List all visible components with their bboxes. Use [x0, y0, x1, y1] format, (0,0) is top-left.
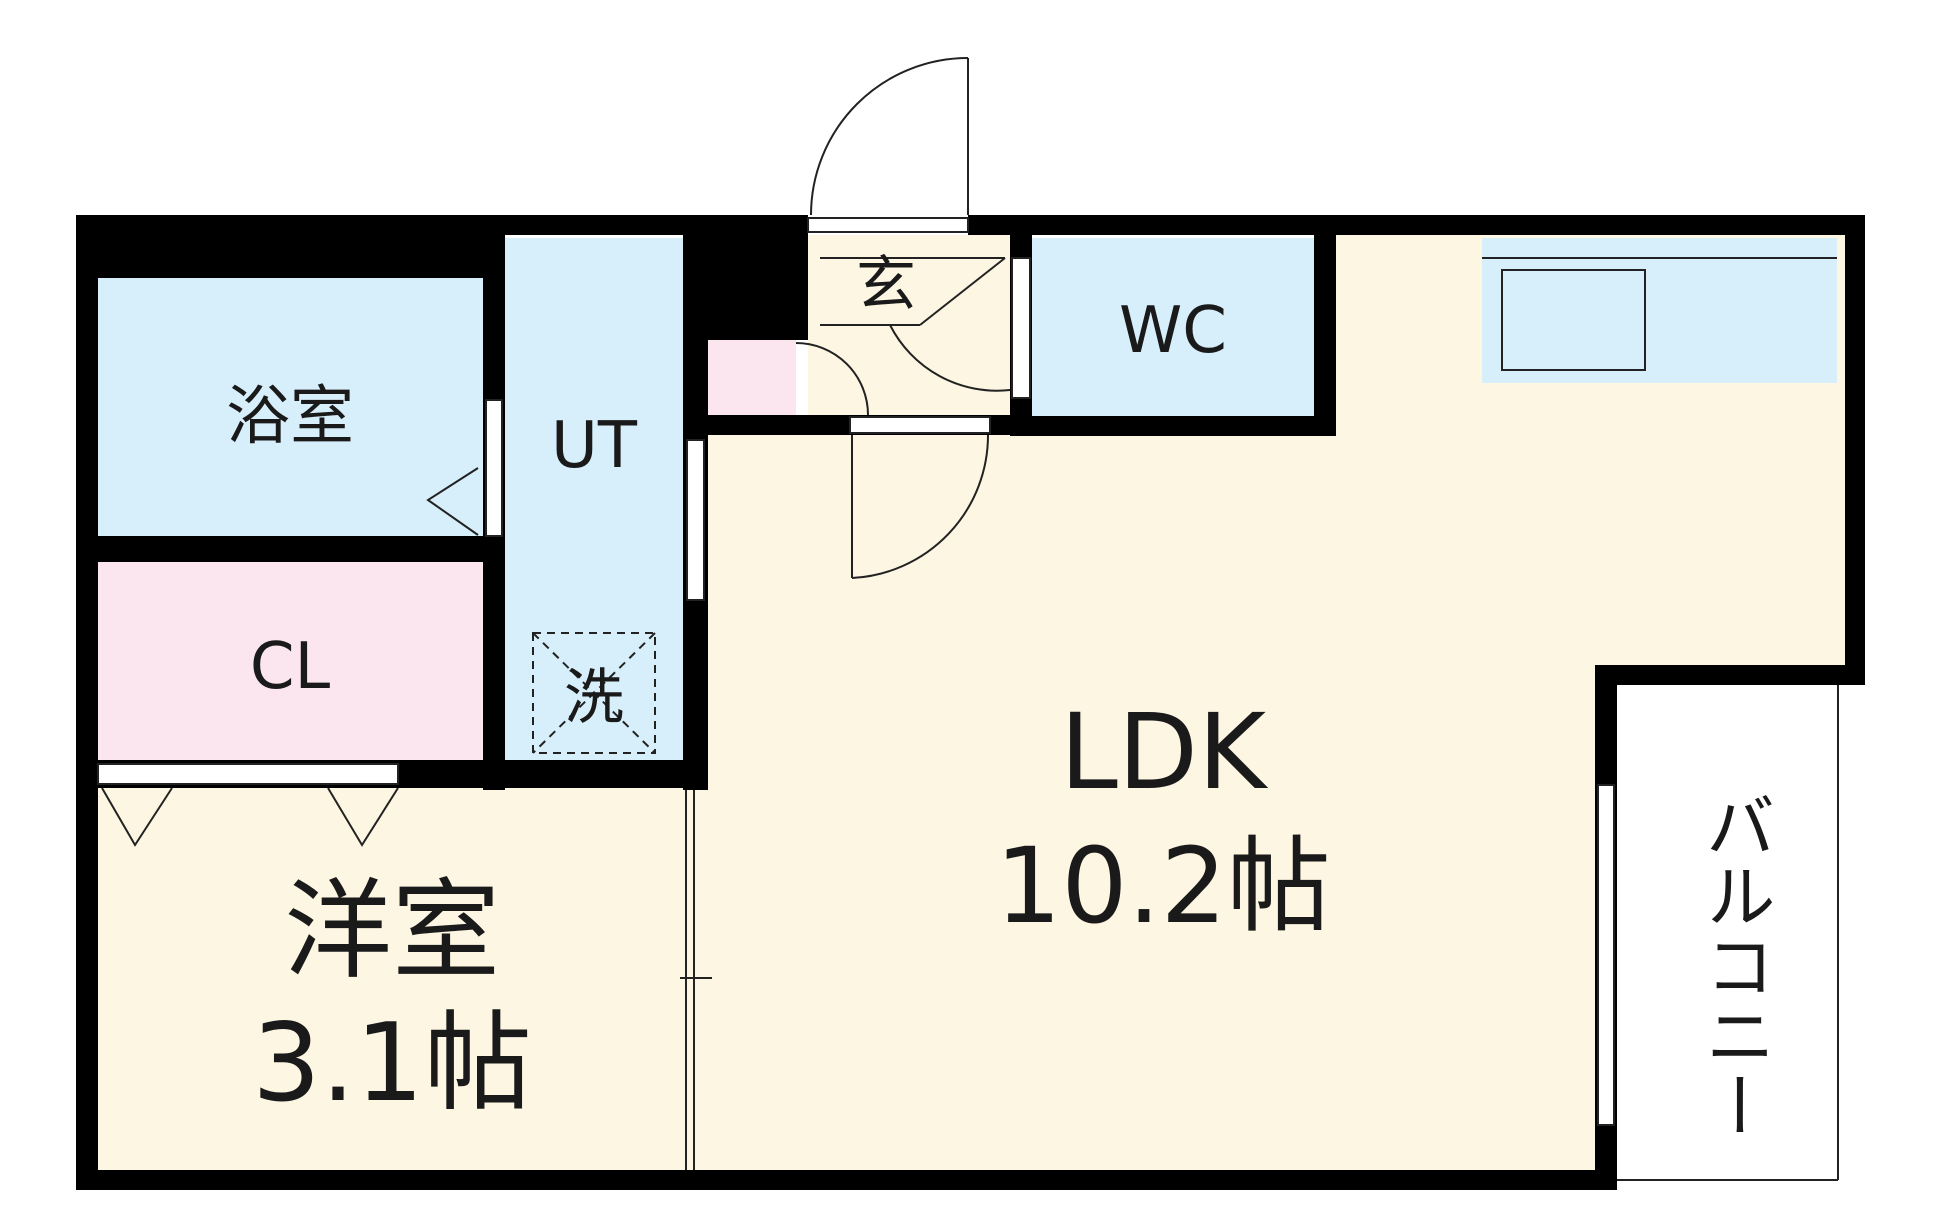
wall: [76, 1170, 1617, 1190]
openings: [97, 217, 1615, 1126]
western-room-label: 洋室: [284, 869, 500, 994]
utility-floor: [505, 238, 683, 766]
toilet-door-swing: [889, 324, 1011, 392]
wall: [1595, 665, 1865, 685]
ldk-label: LDK: [1060, 691, 1269, 813]
toilet-door-opening: [1011, 257, 1031, 399]
balcony-floor: [1617, 682, 1854, 1188]
kitchen-counter: [1482, 238, 1837, 383]
fixtures: [101, 257, 1839, 1181]
wall: [76, 215, 808, 235]
toilet-label: WC: [1119, 294, 1227, 368]
wall: [1010, 416, 1336, 436]
hall-door-swing: [851, 434, 990, 579]
closet-door-opening: [97, 763, 399, 785]
balcony-label: バルコニー: [1694, 790, 1776, 1140]
cabinet-door-swing: [795, 342, 869, 416]
toilet-floor: [1032, 238, 1314, 416]
door-swings: [795, 57, 1011, 579]
bath-floor: [98, 278, 483, 536]
wall: [98, 235, 483, 278]
bath-label: 浴室: [226, 380, 354, 454]
closet-floor: [98, 562, 483, 760]
hall-door-opening: [849, 416, 991, 434]
wall: [98, 536, 483, 562]
room-labels: 浴室 UT 洗 CL 玄 WC LDK 10.2帖 洋室 3.1帖 バルコニー: [226, 250, 1776, 1140]
closet-label: CL: [250, 630, 331, 704]
entrance-label: 玄: [856, 250, 916, 320]
ldk-size: 10.2帖: [995, 825, 1331, 947]
wall: [76, 215, 98, 1190]
wall: [968, 215, 1865, 235]
wall: [1845, 215, 1865, 685]
western-room-floor: [98, 788, 690, 1170]
washer-pan: [532, 632, 656, 754]
front-door-opening: [807, 217, 969, 233]
bath-door-opening: [485, 399, 503, 537]
front-door-swing: [810, 57, 969, 216]
ldk-floor: [690, 235, 1845, 1170]
western-room-size: 3.1帖: [252, 1001, 532, 1126]
kitchen-sink: [1501, 269, 1646, 371]
shoe-cabinet: [708, 340, 796, 415]
balcony-window-opening: [1597, 784, 1615, 1126]
wall: [1314, 235, 1336, 435]
washer-label: 洗: [564, 663, 624, 733]
utility-door-opening: [686, 439, 705, 601]
utility-label: UT: [551, 409, 638, 483]
